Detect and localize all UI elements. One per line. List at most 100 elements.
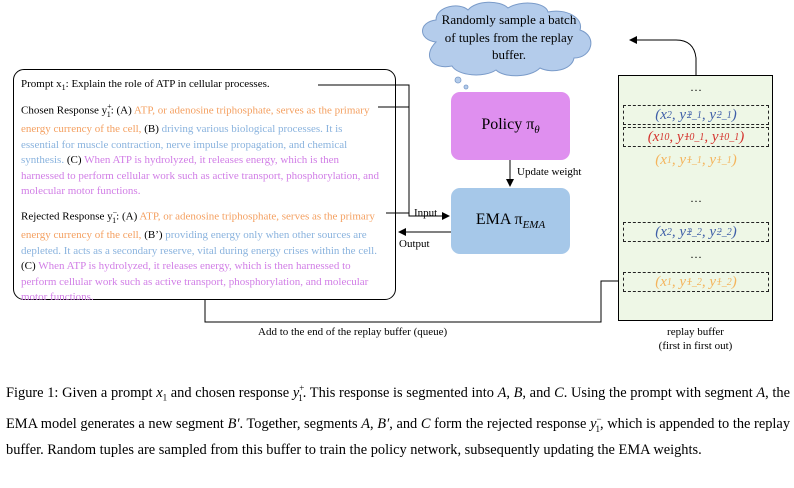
tuple-rejected-sub: 10_1 <box>719 131 740 143</box>
tuple-minus: − <box>716 226 723 238</box>
prompt-line: Prompt x1: Explain the role of ATP in ce… <box>21 77 383 96</box>
chosen-c-marker: (C) <box>64 154 85 167</box>
caption-text: form the rejected response <box>430 415 591 432</box>
chosen-b-marker: (B) <box>141 123 162 136</box>
rejected-segment-b-prime: providing energy only when other sources… <box>21 229 377 257</box>
rejected-segment-c: When ATP is hydrolyzed, it releases ener… <box>21 260 369 304</box>
tuple-y-rejected: , y <box>701 151 716 168</box>
tuple-x: (x <box>655 106 667 123</box>
caption-math-sup: + <box>299 383 305 393</box>
caption-text: Figure 1: Given a prompt <box>6 384 157 401</box>
tuple-chosen-sub: 2_1 <box>686 109 702 121</box>
tuple-chosen-sub: 2_2 <box>686 226 702 238</box>
buffer-caption: replay buffer (first in first out) <box>618 325 773 353</box>
tuple-x: (x <box>655 273 667 290</box>
caption-math-sub: 1 <box>162 392 168 403</box>
rejected-response-block: Rejected Response y−1: (A) ATP, or adeno… <box>21 205 383 306</box>
prompt-connector <box>318 84 450 220</box>
policy-sub: θ <box>534 124 540 137</box>
tuple-chosen-sub: 1_2 <box>686 276 702 288</box>
tuple-plus: + <box>686 276 693 288</box>
caption-math: C <box>420 415 431 432</box>
caption-math-sup: − <box>596 414 602 425</box>
chosen-segment-b: driving various biological processes. It… <box>21 123 348 167</box>
cloud-dot <box>463 84 469 90</box>
tuple-close: ) <box>731 273 737 290</box>
caption-text: , and <box>522 384 555 401</box>
sample-arrow <box>629 36 697 75</box>
chosen-a-marker: : (A) <box>110 104 134 117</box>
tuple-index: 10 <box>659 131 670 143</box>
caption-math: y <box>292 384 300 401</box>
tuple-plus: + <box>686 226 693 238</box>
tuple-y-chosen: , y <box>671 223 687 240</box>
chosen-label: Chosen Response y <box>21 104 108 117</box>
rejected-b-marker: (B’) <box>141 229 166 242</box>
tuple-rejected-sub: 1_1 <box>716 154 732 166</box>
prompt-sub: 1 <box>61 83 66 93</box>
rejected-a-marker: : (A) <box>116 210 140 223</box>
tuple-plus: + <box>686 154 693 166</box>
tuple-y-chosen: , y <box>671 106 687 123</box>
cloud-dot <box>454 76 462 84</box>
policy-label: Policy πθ <box>481 115 540 137</box>
caption-text: , the EMA model generates a new segment <box>6 384 791 432</box>
caption-math: B′ <box>227 415 240 432</box>
tuple-index: 2 <box>666 109 672 121</box>
tuple-rejected-sub: 1_2 <box>716 276 732 288</box>
rejected-c-marker: (C) <box>21 260 39 273</box>
caption-math: A <box>497 384 507 401</box>
caption-math: B′ <box>377 415 390 432</box>
tuple-x: (x <box>647 128 660 145</box>
tuple-minus: − <box>716 109 723 121</box>
rejected-sup: − <box>112 208 118 217</box>
append-connector <box>204 277 629 323</box>
tuple-minus: − <box>716 154 723 166</box>
update-weight-label: Update weight <box>517 166 582 178</box>
ema-sub: EMA <box>522 219 546 232</box>
prompt-label: Prompt x <box>21 78 62 90</box>
caption-math: y <box>590 415 597 432</box>
tuple-y-rejected: , y <box>704 128 719 145</box>
tuple-x: (x <box>655 151 667 168</box>
rejected-label: Rejected Response y <box>21 210 113 223</box>
caption-text: , which is appended to the replay buffer… <box>6 415 791 459</box>
output-label: Output <box>399 238 430 250</box>
rejected-sub: 1 <box>112 215 117 225</box>
append-label: Add to the end of the replay buffer (que… <box>258 326 448 338</box>
chosen-segment-c: When ATP is hydrolyzed, it releases ener… <box>21 154 380 198</box>
buffer-caption-line1: replay buffer <box>667 326 724 338</box>
tuple-index: 1 <box>666 276 672 288</box>
tuple-x: (x <box>655 223 667 240</box>
caption-math: C <box>554 384 564 401</box>
ema-box: EMA πEMA <box>451 188 570 254</box>
tuple-y-chosen: , y <box>669 128 684 145</box>
buffer-dots: ... <box>690 247 703 261</box>
tuple-rejected-sub: 2_2 <box>716 226 732 238</box>
tuple-plus: + <box>686 109 693 121</box>
ema-label: EMA πEMA <box>475 210 546 232</box>
caption-math: A <box>756 384 766 401</box>
tuple-index: 2 <box>666 226 672 238</box>
caption-text: . Using the prompt with segment <box>563 384 757 401</box>
chosen-sup: + <box>107 102 112 111</box>
tuple-y-chosen: , y <box>671 273 687 290</box>
chosen-sub: 1 <box>106 109 111 119</box>
tuple-y-chosen: , y <box>671 151 687 168</box>
tuple-close: ) <box>731 106 737 123</box>
tuple-chosen-sub: 1_1 <box>686 154 702 166</box>
chosen-response-block: Chosen Response y+1: (A) ATP, or adenosi… <box>21 99 383 200</box>
policy-box: Policy πθ <box>451 92 570 160</box>
tuple-minus: − <box>718 131 726 143</box>
cloud-shape <box>422 1 592 77</box>
caption-text: , <box>506 384 514 401</box>
caption-math-sub: 1 <box>298 392 303 403</box>
caption-text: . Together, segments <box>239 415 362 432</box>
prompt-text: : Explain the role of ATP in cellular pr… <box>65 78 270 90</box>
buffer-dots: ... <box>690 80 703 94</box>
